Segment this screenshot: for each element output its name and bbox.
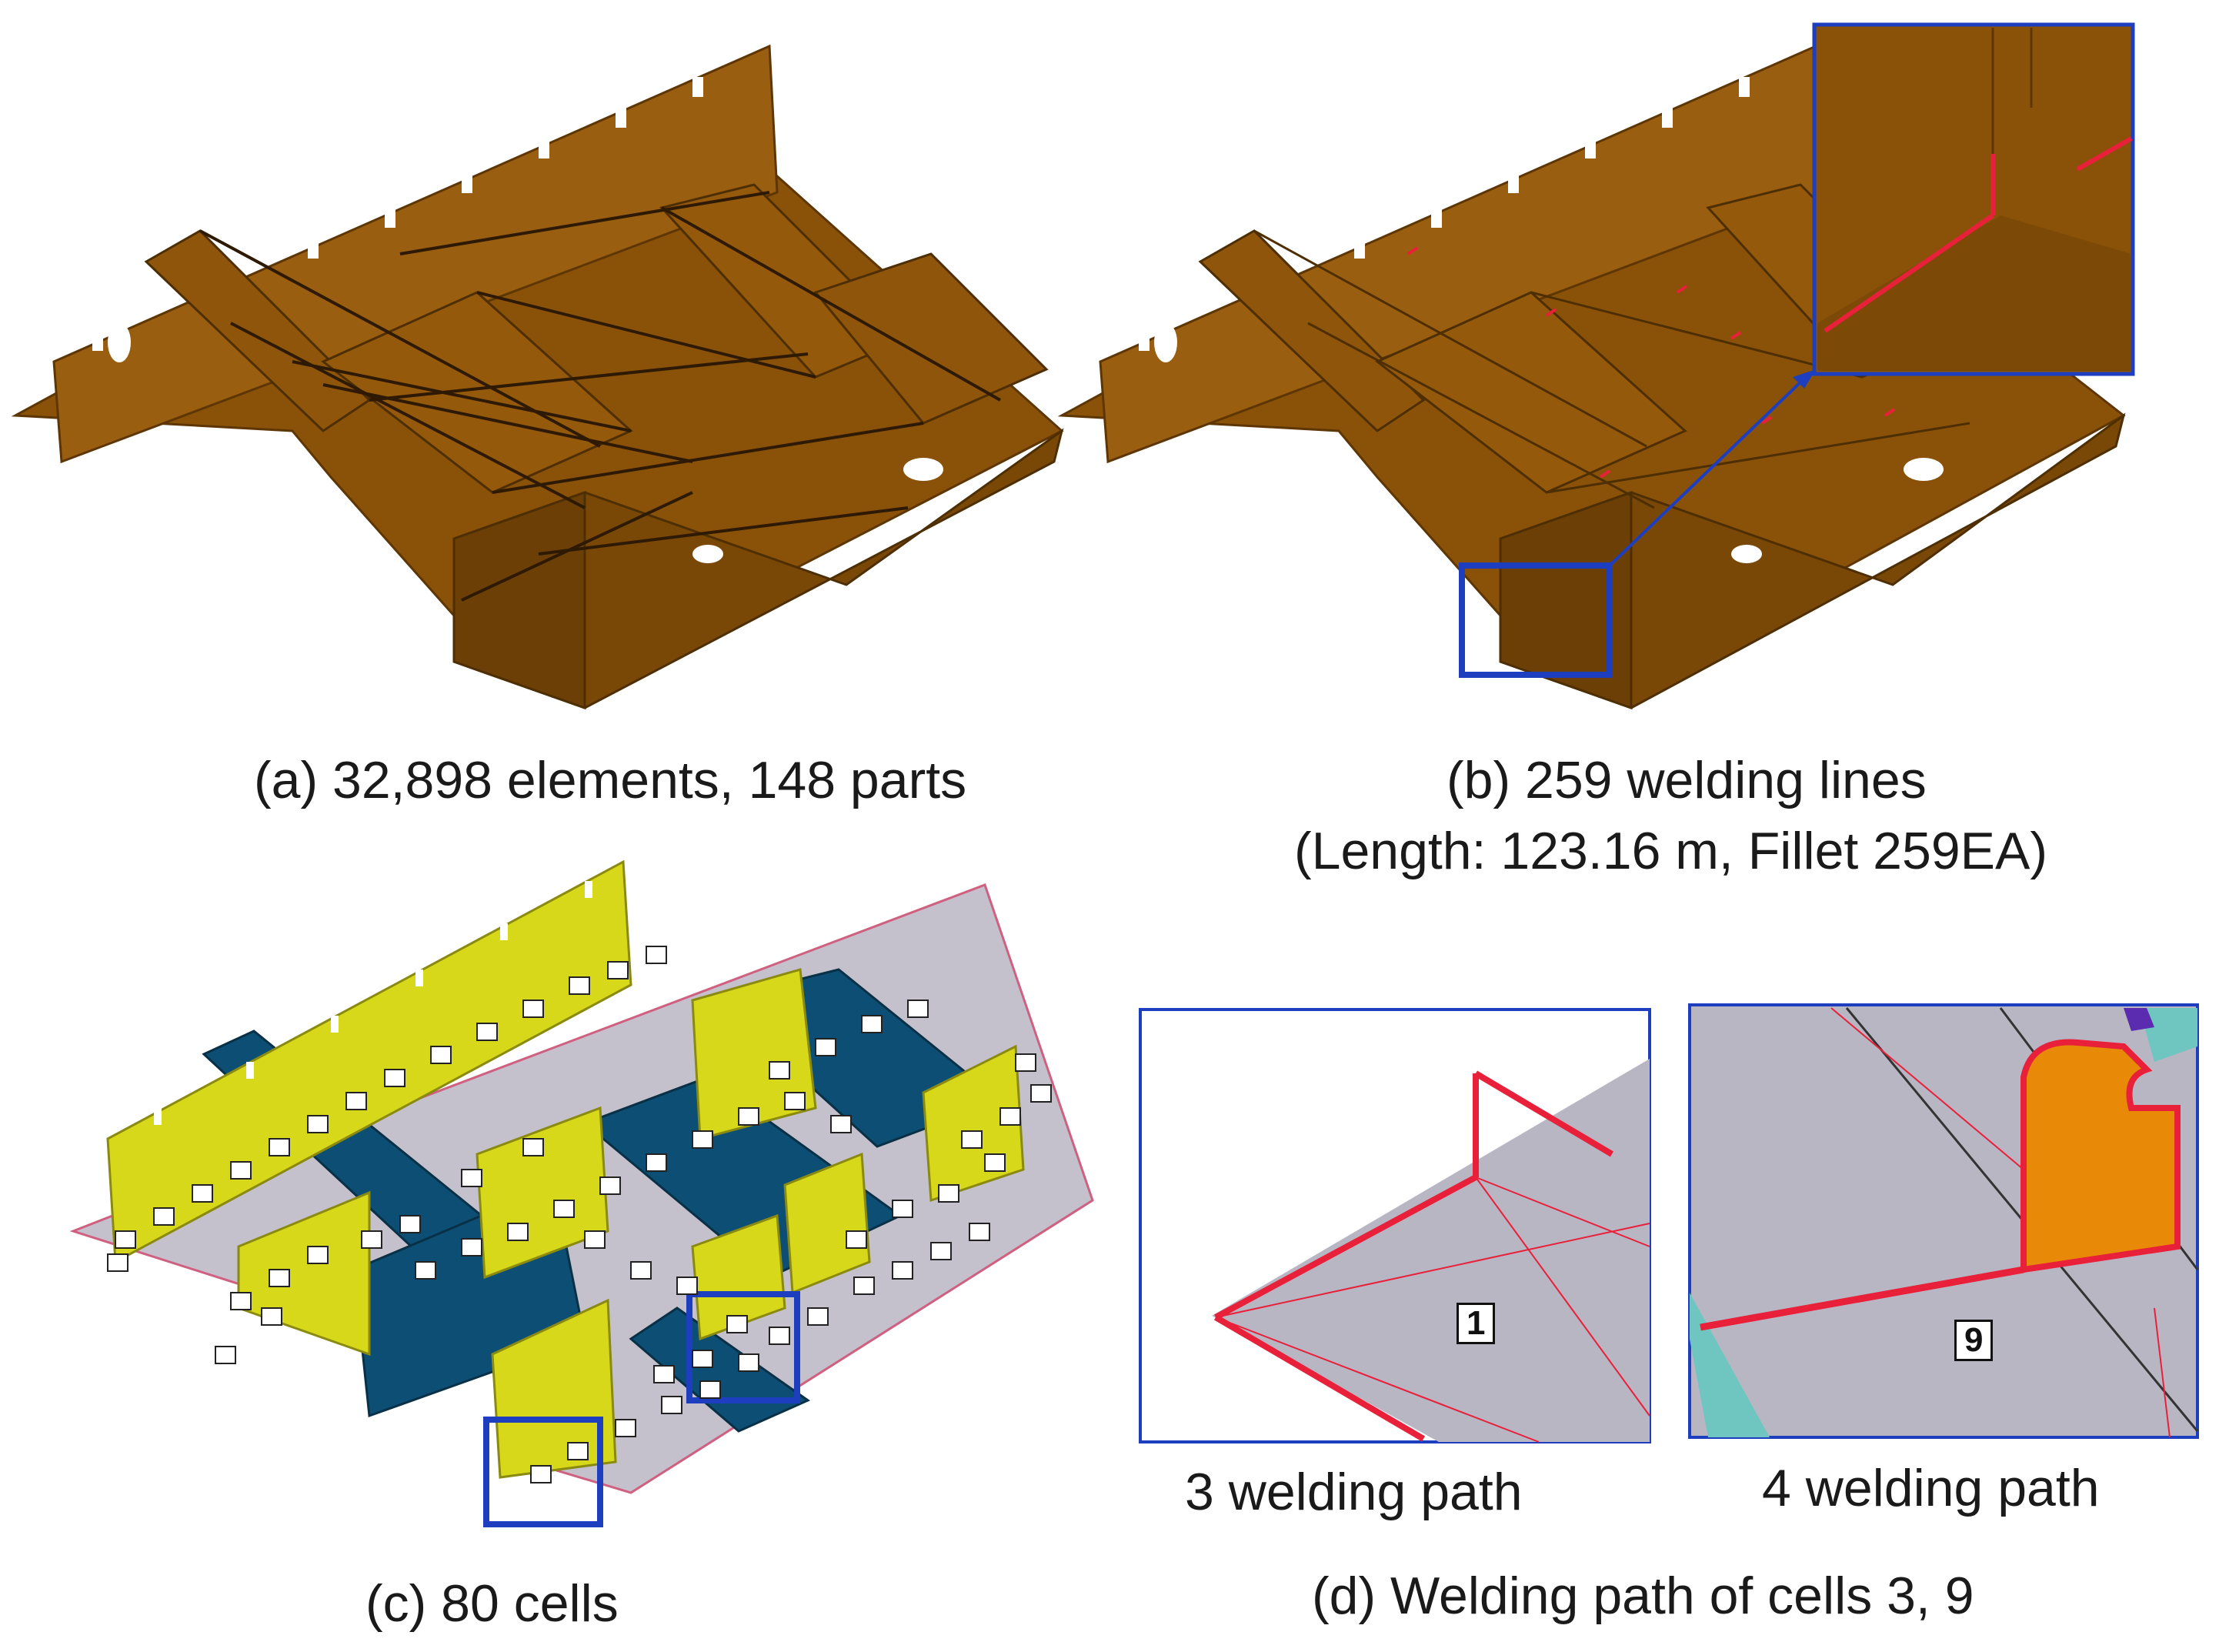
panel-b-caption-line1: (b) 259 welding lines (1447, 751, 1927, 809)
panel-d-left-subcaption: 3 welding path (1185, 1463, 1523, 1521)
panel-a-caption: (a) 32,898 elements, 148 parts (254, 751, 967, 809)
panel-b-zoom-arrow (1608, 377, 1806, 567)
panel-b-zoom-inset (1812, 22, 2135, 376)
panel-b-highlight-box (1459, 562, 1613, 678)
panel-a-model (11, 44, 1064, 710)
panel-d-right-subcaption: 4 welding path (1762, 1459, 2100, 1517)
panel-d-cell-label-right: 9 (1954, 1320, 1994, 1361)
panel-d-cell-label-left: 1 (1457, 1303, 1496, 1344)
panel-c-caption: (c) 80 cells (365, 1574, 619, 1633)
panel-c-model (69, 859, 1094, 1527)
panel-c-box-cell-3 (483, 1417, 603, 1527)
panel-b-model (1057, 22, 2135, 710)
panel-d-left-detail (1139, 1008, 1651, 1443)
panel-b-caption-line2: (Length: 123.16 m, Fillet 259EA) (1294, 822, 2047, 880)
panel-a-back-wall (52, 44, 779, 464)
panel-c-box-cell-9 (686, 1291, 800, 1403)
panel-d-right-detail (1688, 1003, 2199, 1439)
panel-d-caption: (d) Welding path of cells 3, 9 (1312, 1567, 1974, 1625)
